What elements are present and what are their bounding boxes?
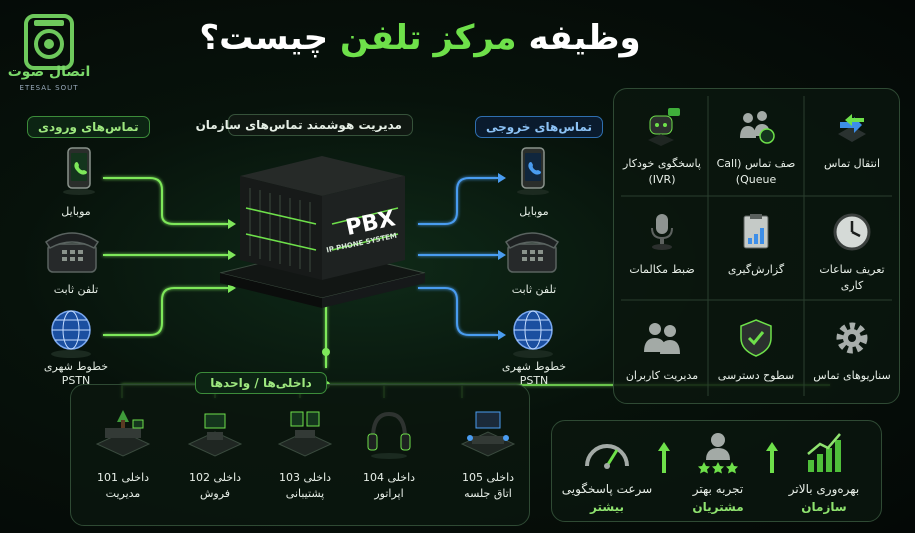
manager-desk-icon [95,410,151,457]
extension-number: داخلی 103 [278,471,332,484]
extension-number: داخلی 102 [188,471,242,484]
incoming-mobile-label: موبایل [61,205,91,218]
incoming-landline-label: تلفن ثابت [53,283,99,296]
outgoing-pstn-label: خطوط شهری PSTN [501,360,567,387]
extension-102[interactable]: داخلی 102 فروش [172,400,258,516]
extension-104[interactable]: داخلی 104 اپراتور [346,400,432,516]
feature-working-hours: تعریف ساعات کاری [807,200,897,304]
landline-phone-icon [504,232,560,273]
customer-stars-icon [698,433,738,474]
incoming-calls-title: تماس‌های ورودی [27,116,150,138]
outgoing-calls-title: تماس‌های خروجی [475,116,603,138]
headset-icon [367,411,411,459]
feature-label: انتقال تماس [823,157,881,170]
gear-icon [836,322,868,354]
extension-name: پشتیبانی [285,487,325,500]
feature-access-levels: سطوح دسترسی [711,306,801,410]
extension-name: اپراتور [374,487,404,500]
benefit-label: مشتریان [692,500,744,514]
feature-ivr: پاسخگوی خودکار (IVR) [617,94,707,198]
page-title: وظیفه مرکز تلفن چیست؟ [160,18,680,58]
extensions-panel [70,384,530,526]
report-clipboard-icon [743,214,769,249]
outgoing-landline-label: تلفن ثابت [511,283,557,296]
users-icon [644,323,680,354]
extensions-title: داخلی‌ها / واحدها [195,372,327,394]
feature-reporting: گزارش‌گیری [711,200,801,304]
extension-number: داخلی 104 [362,471,416,484]
title-part-1: وظیفه [528,18,641,58]
mobile-phone-icon [63,147,95,195]
mobile-phone-icon [517,147,549,195]
feature-user-management: مدیریت کاربران [617,306,707,410]
center-management-label: مدیریت هوشمند تماس‌های سازمان [196,114,413,136]
feature-call-transfer: انتقال تماس [807,94,897,198]
extension-name: اتاق جلسه [464,487,512,500]
meeting-room-icon [460,411,516,457]
benefit-label: سرعت پاسخگویی [561,482,653,496]
extension-name: فروش [199,487,231,500]
extension-number: داخلی 101 [96,471,150,484]
benefit-label: بهره‌وری بالاتر [788,482,860,496]
benefit-customer-experience: تجربه بهتر مشتریان [668,424,768,524]
extension-101[interactable]: داخلی 101 مدیریت [80,400,166,516]
extension-name: مدیریت [105,487,141,500]
extension-103[interactable]: داخلی 103 پشتیبانی [262,400,348,516]
bar-growth-icon [807,433,841,472]
landline-phone-icon [44,232,100,273]
logo-subtitle: ETESAL SOUT [19,84,79,92]
feature-call-scenarios: سناریوهای تماس [807,306,897,410]
feature-label: گزارش‌گیری [727,263,785,276]
feature-label: ضبط مکالمات [629,263,695,276]
company-logo [24,14,74,70]
robot-icon [648,108,680,146]
clock-icon [833,213,871,251]
feature-label: پاسخگوی خودکار (IVR) [623,157,701,186]
feature-label: سطوح دسترسی [717,369,795,382]
transfer-arrows-icon [838,114,866,142]
feature-call-queue: صف تماس (Call Queue) [711,94,801,198]
feature-call-recording: ضبط مکالمات [617,200,707,304]
logo-name: اتصال صوت [7,64,91,80]
globe-icon [51,310,91,358]
benefit-response-speed: سرعت پاسخگویی بیشتر [557,424,657,524]
incoming-pstn-label: خطوط شهری PSTN [43,360,109,387]
feature-label: تعریف ساعات کاری [819,263,885,292]
benefit-label: تجربه بهتر [692,482,744,496]
benefit-label: بیشتر [590,500,624,514]
benefit-arrows [658,442,778,473]
feature-label: صف تماس (Call Queue) [716,157,796,186]
pbx-server-icon: PBX IP PHONE SYSTEM [219,156,426,308]
feature-label: سناریوهای تماس [813,369,891,382]
extension-105[interactable]: داخلی 105 اتاق جلسه [445,400,531,516]
benefit-label: سازمان [801,500,847,514]
support-desk-icon [277,411,333,457]
title-part-3: چیست؟ [199,18,329,58]
microphone-icon [651,214,673,250]
outgoing-mobile-label: موبایل [519,205,549,218]
shield-check-icon [740,319,772,357]
queue-people-icon [740,111,775,144]
features-grid-lines [621,96,892,396]
globe-icon [513,310,553,358]
extension-number: داخلی 105 [461,471,515,484]
speedometer-icon [585,444,629,469]
title-highlight: مرکز تلفن [339,18,517,58]
benefit-productivity: بهره‌وری بالاتر سازمان [774,424,874,524]
feature-label: مدیریت کاربران [625,369,699,382]
sales-desk-icon [187,413,243,457]
